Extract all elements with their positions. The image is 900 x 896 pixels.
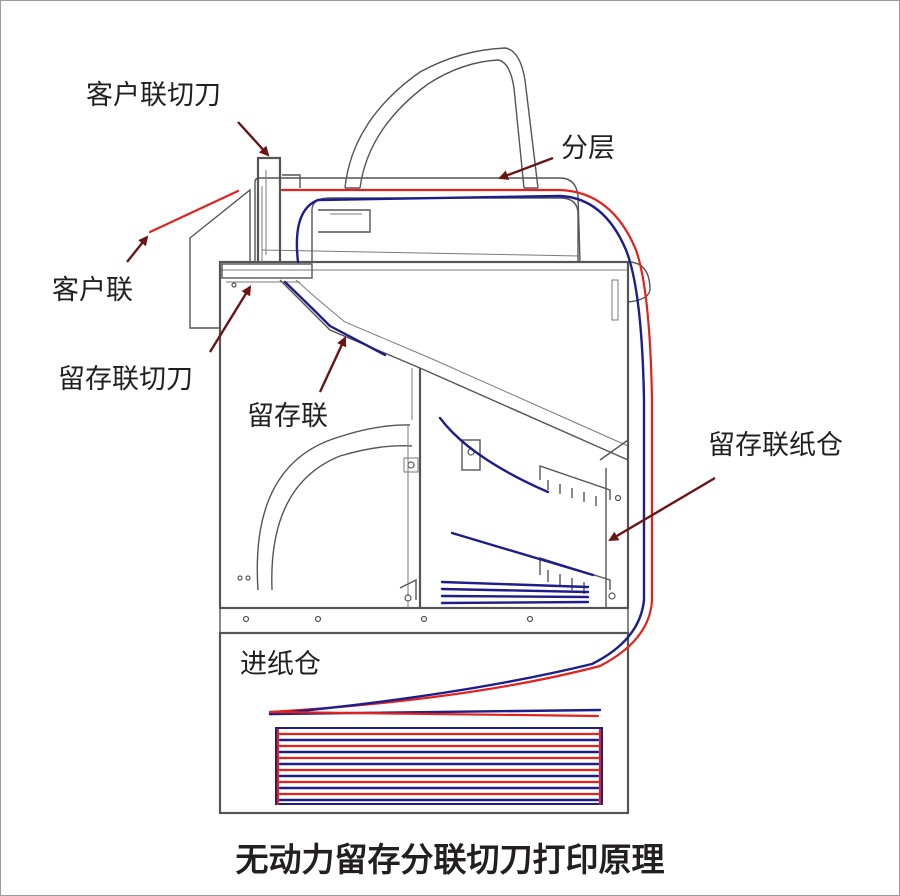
- printer-housing: [189, 47, 651, 815]
- retained-cutter-bar: [221, 263, 313, 279]
- label-paper-feed-bin: 进纸仓: [240, 649, 321, 680]
- label-customer-cutter: 客户联切刀: [86, 80, 221, 111]
- arrow-customer-cutter: [237, 121, 270, 157]
- upper-ply-path: [268, 188, 654, 714]
- label-layering: 分层: [561, 133, 615, 164]
- paper-feed-bin-box: [218, 631, 630, 815]
- label-retained-copy: 留存联: [247, 401, 328, 432]
- retained-copy-sheet: [283, 280, 387, 357]
- arrow-retained-bin: [608, 476, 716, 542]
- label-retained-bin: 留存联纸仓: [708, 430, 843, 461]
- customer-copy-sheet: [148, 189, 240, 234]
- pointer-arrows: [126, 121, 716, 542]
- arrow-customer-copy: [126, 235, 149, 263]
- diagram-caption: 无动力留存分联切刀打印原理: [235, 840, 665, 879]
- label-retained-cutter: 留存联切刀: [58, 364, 193, 395]
- fanfold-paper-stack: [268, 708, 603, 806]
- arrow-retained-cutter: [208, 285, 252, 353]
- customer-cutter-housing: [256, 156, 282, 262]
- customer-copy-tray: [189, 188, 251, 329]
- arrow-layering: [498, 156, 554, 180]
- main-cabinet: [218, 260, 630, 610]
- paper-paths: [148, 188, 654, 806]
- label-customer-copy: 客户联: [52, 275, 133, 306]
- lower-ply-path: [268, 194, 646, 716]
- arrow-retained-copy: [318, 336, 347, 393]
